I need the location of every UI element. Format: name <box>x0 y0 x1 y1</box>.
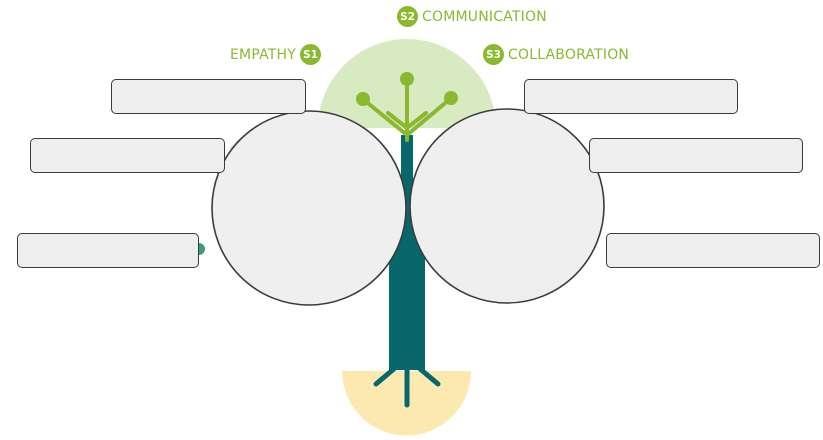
left-box-3[interactable] <box>17 233 199 268</box>
left-box-1[interactable] <box>111 79 306 114</box>
empathy-text: EMPATHY <box>230 46 296 63</box>
left-box-2[interactable] <box>30 138 225 173</box>
label-empathy: EMPATHY S1 <box>230 44 321 65</box>
s2-badge: S2 <box>397 6 418 27</box>
branch-node-left <box>356 92 370 106</box>
left-circle <box>211 110 407 306</box>
right-circle <box>409 108 605 304</box>
communication-text: COMMUNICATION <box>422 8 547 25</box>
right-box-3[interactable] <box>606 233 820 268</box>
collaboration-text: COLLABORATION <box>508 46 630 63</box>
label-communication: S2 COMMUNICATION <box>397 6 547 27</box>
root-branches <box>373 365 441 408</box>
canopy-branches <box>362 78 452 142</box>
branch-node-right <box>444 91 458 105</box>
s3-badge: S3 <box>483 44 504 65</box>
right-box-2[interactable] <box>589 138 803 173</box>
label-collaboration: S3 COLLABORATION <box>483 44 629 65</box>
branch-node-top <box>400 72 414 86</box>
right-box-1[interactable] <box>524 79 738 114</box>
s1-badge: S1 <box>300 44 321 65</box>
